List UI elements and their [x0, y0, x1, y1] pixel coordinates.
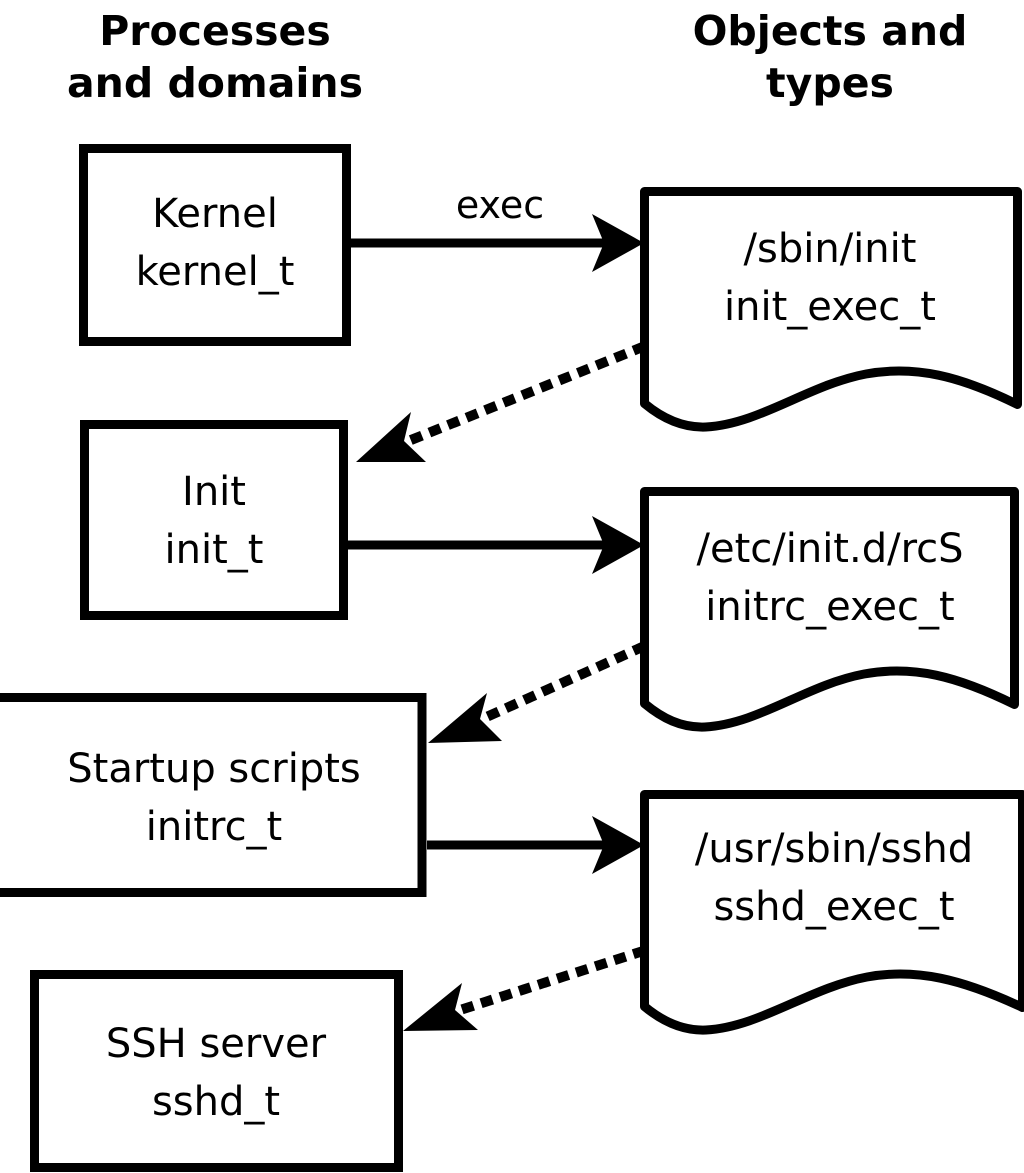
process-init-name: Init	[182, 469, 246, 515]
process-kernel-name: Kernel	[152, 191, 278, 237]
arrowhead-kernel-exec	[592, 214, 644, 272]
edge-kernel-exec-init-exec: exec	[350, 183, 644, 272]
edge-init-exec-to-init	[356, 341, 647, 462]
edge-line-initrc-exec-to-initrc	[475, 641, 647, 726]
edge-line-sshd-exec-to-sshd	[450, 945, 647, 1018]
process-sshd-name: SSH server	[106, 1021, 327, 1067]
object-node-sshd-exec[interactable]: /usr/sbin/sshd sshd_exec_t	[640, 790, 1024, 1035]
edge-initrc-exec-to-initrc	[428, 641, 647, 743]
object-node-init-exec[interactable]: /sbin/init init_exec_t	[640, 187, 1022, 432]
process-box-initrc[interactable]	[0, 693, 427, 897]
object-document-initrc-exec[interactable]	[640, 487, 1019, 732]
process-node-sshd[interactable]: SSH server sshd_t	[30, 970, 403, 1172]
process-node-initrc[interactable]: Startup scripts initrc_t	[0, 693, 427, 897]
object-document-sshd-exec[interactable]	[640, 790, 1024, 1035]
object-init-exec-type: init_exec_t	[724, 284, 936, 330]
process-box-sshd[interactable]	[30, 970, 403, 1172]
object-document-init-exec[interactable]	[640, 187, 1022, 432]
edge-line-init-exec-to-init	[399, 341, 647, 449]
process-initrc-type: initrc_t	[146, 804, 283, 850]
edge-initrc-exec-sshd-exec	[427, 816, 644, 874]
process-initrc-name: Startup scripts	[67, 746, 360, 792]
object-initrc-exec-type: initrc_exec_t	[705, 584, 954, 630]
process-node-init[interactable]: Init init_t	[80, 420, 348, 620]
process-node-kernel[interactable]: Kernel kernel_t	[79, 144, 351, 346]
arrowhead-init-exec-initrc	[592, 516, 644, 574]
arrowhead-sshd-exec-to-sshd	[403, 983, 478, 1031]
arrowhead-initrc-exec-to-initrc	[428, 693, 502, 743]
object-node-initrc-exec[interactable]: /etc/init.d/rcS initrc_exec_t	[640, 487, 1019, 732]
edge-init-exec-initrc-exec	[348, 516, 644, 574]
arrowhead-init-exec-to-init	[356, 412, 426, 462]
arrowhead-initrc-exec-sshd	[592, 816, 644, 874]
process-sshd-type: sshd_t	[152, 1079, 280, 1125]
header-processes-line1: Processes	[99, 7, 331, 55]
process-box-init[interactable]	[80, 420, 348, 620]
header-objects-line2: types	[766, 59, 894, 107]
header-objects-line1: Objects and	[693, 7, 968, 55]
process-kernel-type: kernel_t	[136, 249, 295, 295]
object-sshd-exec-type: sshd_exec_t	[713, 884, 954, 930]
header-processes-line2: and domains	[67, 59, 363, 107]
object-initrc-exec-path: /etc/init.d/rcS	[696, 526, 963, 572]
process-box-kernel[interactable]	[79, 144, 351, 346]
edge-sshd-exec-to-sshd	[403, 945, 647, 1031]
process-init-type: init_t	[165, 527, 264, 573]
edge-label-exec: exec	[456, 183, 544, 227]
column-header-processes: Processes and domains	[67, 7, 363, 107]
object-init-exec-path: /sbin/init	[744, 226, 917, 272]
object-sshd-exec-path: /usr/sbin/sshd	[695, 826, 973, 872]
column-header-objects: Objects and types	[693, 7, 968, 107]
